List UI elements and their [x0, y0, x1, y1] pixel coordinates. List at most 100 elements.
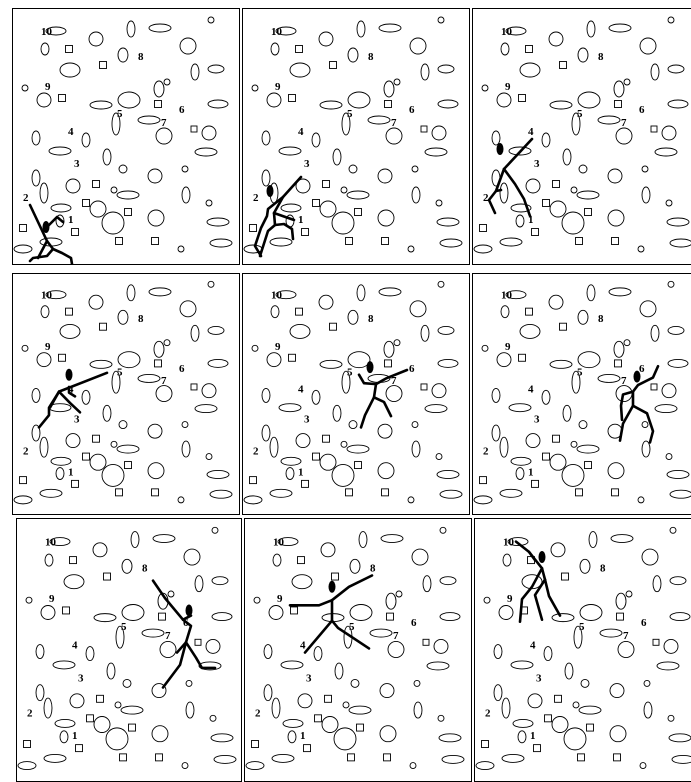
hold-shape: [511, 661, 533, 669]
hold-shape: [332, 464, 354, 486]
hold-shape: [492, 388, 500, 402]
hold-shape: [210, 715, 216, 721]
hold-shape: [497, 353, 511, 367]
hold-shape: [412, 441, 420, 457]
hold-label-7: 7: [161, 375, 167, 387]
hold-shape: [59, 354, 66, 361]
hold-shape: [589, 532, 597, 548]
hold-shape: [423, 576, 431, 592]
hold-label-4: 4: [528, 126, 534, 138]
hold-shape: [148, 210, 164, 226]
hold-shape: [281, 204, 301, 212]
hold-shape: [44, 698, 52, 718]
hold-shape: [127, 21, 135, 37]
hold-shape: [657, 662, 679, 670]
hold-shape: [319, 295, 333, 309]
hold-shape: [480, 225, 487, 232]
hold-label-3: 3: [306, 672, 312, 684]
hold-shape: [116, 238, 123, 245]
hold-label-8: 8: [598, 313, 604, 325]
hold-shape: [100, 323, 107, 330]
hold-shape: [208, 17, 214, 23]
hold-shape: [304, 745, 311, 752]
hold-label-7: 7: [393, 630, 399, 642]
hold-shape: [325, 695, 332, 702]
hold-shape: [315, 715, 322, 722]
hold-shape: [270, 489, 292, 497]
hold-shape: [480, 477, 487, 484]
hold-label-6: 6: [639, 363, 645, 375]
hold-label-2: 2: [253, 192, 259, 204]
hold-shape: [40, 437, 48, 457]
hold-shape: [516, 215, 524, 227]
hold-shape: [640, 38, 656, 54]
hold-shape: [560, 323, 567, 330]
hold-shape: [502, 754, 524, 762]
hold-label-6: 6: [409, 104, 415, 116]
hold-shape: [578, 48, 588, 62]
hold-shape: [14, 245, 32, 253]
hold-shape: [87, 715, 94, 722]
hold-shape: [387, 613, 394, 620]
hold-shape: [598, 374, 620, 382]
hold-shape: [384, 81, 394, 97]
hold-shape: [624, 340, 630, 346]
hold-label-5: 5: [347, 108, 353, 120]
hold-shape: [614, 754, 621, 761]
hold-label-5: 5: [577, 108, 583, 120]
hold-shape: [93, 435, 100, 442]
climber-figure: [153, 581, 215, 688]
hold-shape: [384, 754, 391, 761]
hold-shape: [252, 741, 259, 748]
hold-shape: [208, 359, 228, 367]
hold-shape: [494, 645, 502, 659]
hold-shape: [279, 404, 301, 412]
hold-shape: [439, 734, 461, 742]
climber-head: [267, 185, 274, 197]
hold-shape: [544, 647, 552, 661]
hold-shape: [608, 210, 624, 226]
hold-shape: [118, 92, 140, 108]
hold-shape: [125, 462, 132, 469]
hold-shape: [427, 662, 449, 670]
hold-shape: [519, 354, 526, 361]
climbing-panel-8: 10895674321: [244, 518, 472, 782]
hold-shape: [545, 715, 552, 722]
hold-shape: [94, 614, 116, 622]
hold-shape: [585, 209, 592, 216]
hold-shape: [118, 48, 128, 62]
climbing-wall: 10895674321: [473, 274, 691, 514]
hold-shape: [425, 148, 447, 156]
hold-shape: [93, 543, 107, 557]
hold-label-6: 6: [639, 104, 645, 116]
hold-shape: [83, 200, 90, 207]
hold-shape: [482, 85, 488, 91]
hold-shape: [155, 101, 162, 108]
hold-shape: [497, 93, 511, 107]
hold-shape: [440, 577, 456, 585]
hold-shape: [440, 613, 460, 621]
hold-shape: [500, 437, 508, 457]
hold-label-3: 3: [304, 414, 310, 426]
hold-shape: [195, 639, 201, 645]
hold-shape: [202, 126, 216, 140]
climber-head: [66, 369, 73, 381]
hold-shape: [564, 728, 586, 750]
hold-label-9: 9: [505, 81, 511, 93]
climbing-wall: 10895674321: [13, 9, 239, 264]
climbing-panel-4: 10895674321: [12, 273, 240, 515]
hold-label-5: 5: [349, 621, 355, 633]
hold-shape: [267, 353, 281, 367]
climber-limb: [305, 600, 332, 652]
climber-limb: [374, 397, 391, 416]
hold-shape: [321, 543, 335, 557]
hold-shape: [82, 390, 90, 404]
climbing-panel-5: 10895674321: [242, 273, 470, 515]
hold-shape: [333, 149, 341, 165]
hold-shape: [500, 238, 522, 246]
hold-shape: [262, 131, 270, 145]
hold-shape: [414, 702, 422, 718]
hold-shape: [349, 706, 371, 714]
hold-shape: [668, 281, 674, 287]
